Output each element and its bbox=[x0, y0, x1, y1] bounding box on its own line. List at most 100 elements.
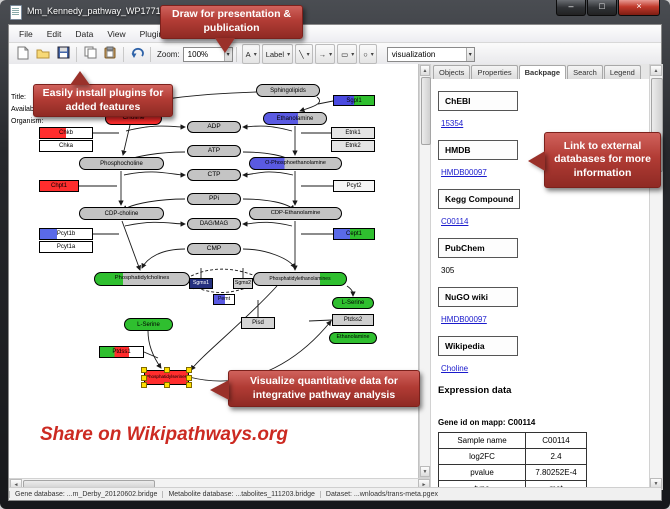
scroll-down-icon[interactable]: ▼ bbox=[420, 466, 430, 477]
node-ptdss1[interactable]: Ptdss1 bbox=[99, 346, 144, 358]
node-pisd[interactable]: Pisd bbox=[241, 317, 275, 329]
node-chka[interactable]: Chka bbox=[39, 140, 93, 152]
paste-button[interactable] bbox=[100, 45, 120, 63]
selection-handle[interactable] bbox=[141, 374, 147, 381]
undo-button[interactable] bbox=[127, 45, 147, 63]
title-bar[interactable]: Mm_Kennedy_pathway_WP1771_45176.gpml – □… bbox=[0, 0, 670, 24]
node-cdp-ethanolamine[interactable]: CDP-Ethanolamine bbox=[249, 207, 342, 220]
node-cdp-choline[interactable]: CDP-choline bbox=[79, 207, 164, 220]
backpage-header-chebi: ChEBI bbox=[438, 91, 518, 111]
selection-handle[interactable] bbox=[141, 382, 147, 388]
pathway-info-line: Organism: bbox=[11, 118, 44, 125]
label-tool-glyph: Label bbox=[265, 49, 285, 59]
tab-legend[interactable]: Legend bbox=[603, 65, 641, 79]
oval-tool[interactable]: ○▾ bbox=[359, 44, 377, 65]
backpage-header-nugo-wiki: NuGO wiki bbox=[438, 287, 518, 307]
visualization-select[interactable]: visualization ▾ bbox=[386, 46, 475, 62]
node-ethanolamine[interactable]: Ethanolamine bbox=[263, 112, 327, 125]
node-adp[interactable]: ADP bbox=[187, 121, 241, 133]
tab-search[interactable]: Search bbox=[567, 65, 603, 79]
selection-handle[interactable] bbox=[163, 367, 170, 373]
node-sgms1[interactable]: Sgms1 bbox=[189, 278, 213, 289]
node-atp[interactable]: ATP bbox=[187, 145, 241, 157]
save-icon bbox=[57, 46, 70, 62]
tab-backpage[interactable]: Backpage bbox=[518, 65, 567, 80]
node-pcyt1b[interactable]: Pcyt1b bbox=[39, 228, 93, 240]
selection-handle[interactable] bbox=[186, 374, 192, 381]
arrow-tool[interactable]: →▾ bbox=[314, 44, 336, 65]
label-tool[interactable]: Label▾ bbox=[261, 44, 294, 65]
node-chkb[interactable]: Chkb bbox=[39, 127, 93, 139]
menu-data[interactable]: Data bbox=[75, 28, 94, 39]
new-file-button[interactable] bbox=[13, 45, 33, 63]
node-l-serine[interactable]: L-Serine bbox=[124, 318, 173, 331]
backpage-value-nugo-wiki[interactable]: HMDB00097 bbox=[441, 315, 487, 324]
node-etnk2[interactable]: Etnk2 bbox=[331, 140, 375, 152]
backpage-value-wikipedia[interactable]: Choline bbox=[441, 364, 469, 373]
node-phosphocholine[interactable]: Phosphocholine bbox=[79, 157, 164, 170]
node-ppi[interactable]: PPi bbox=[187, 193, 241, 205]
backpage-value-hmdb[interactable]: HMDB00097 bbox=[441, 168, 487, 177]
node-etnk1[interactable]: Etnk1 bbox=[331, 127, 375, 139]
node-chpt1[interactable]: Chpt1 bbox=[39, 180, 79, 192]
text-tool[interactable]: A▾ bbox=[241, 44, 260, 65]
scroll-up-icon[interactable]: ▲ bbox=[650, 65, 662, 76]
node-ethanolamine[interactable]: Ethanolamine bbox=[329, 332, 377, 344]
node-cept1[interactable]: Cept1 bbox=[333, 228, 375, 240]
new-file-icon bbox=[17, 46, 29, 63]
node-phosphatidylcholines[interactable]: Phosphatidylcholines bbox=[94, 272, 190, 286]
node-sphingolipids[interactable]: Sphingolipids bbox=[256, 84, 320, 97]
open-file-button[interactable] bbox=[33, 45, 53, 63]
sidebar-scrollbar[interactable]: ▲ ▼ bbox=[649, 64, 663, 490]
callout-arrow-down-icon bbox=[215, 38, 235, 53]
tab-properties[interactable]: Properties bbox=[471, 65, 518, 79]
drawing-tools: A▾Label▾╲▾→▾▭▾○▾ bbox=[240, 44, 377, 65]
menu-edit[interactable]: Edit bbox=[46, 28, 62, 39]
pathway-canvas[interactable]: Title:Availability:Organism: Sphingolipi… bbox=[9, 64, 419, 478]
callout-arrow-left-icon bbox=[528, 151, 545, 171]
node-phosphatidylethanolamines[interactable]: Phosphatidylethanolamines bbox=[253, 272, 347, 286]
line-tool[interactable]: ╲▾ bbox=[295, 44, 313, 65]
node-ctp[interactable]: CTP bbox=[187, 169, 241, 181]
canvas-vertical-scrollbar[interactable]: ▲ ▼ bbox=[419, 64, 431, 478]
node-cmp[interactable]: CMP bbox=[187, 243, 241, 255]
rectangle-tool[interactable]: ▭▾ bbox=[337, 44, 358, 65]
node-pemt[interactable]: Pemt bbox=[213, 294, 235, 305]
save-button[interactable] bbox=[53, 45, 73, 63]
table-cell: log2FC bbox=[438, 448, 526, 465]
copy-button[interactable] bbox=[80, 45, 100, 63]
share-text: Share on Wikipathways.org bbox=[40, 424, 288, 445]
close-button[interactable]: × bbox=[618, 0, 660, 16]
node-sgpl1[interactable]: Sgpl1 bbox=[333, 95, 375, 106]
backpage-header-hmdb: HMDB bbox=[438, 140, 518, 160]
node-l-serine[interactable]: L-Serine bbox=[332, 297, 374, 309]
selection-handle[interactable] bbox=[141, 367, 147, 373]
node-o-phosphoethanolamine[interactable]: O-Phosphoethanolamine bbox=[249, 157, 342, 170]
visualization-value: visualization bbox=[391, 49, 436, 59]
selection-handle[interactable] bbox=[163, 382, 170, 388]
minimize-button[interactable]: – bbox=[556, 0, 586, 16]
maximize-button[interactable]: □ bbox=[587, 0, 617, 16]
callout-draw: Draw for presentation & publication bbox=[160, 5, 303, 53]
line-tool-glyph: ╲ bbox=[299, 49, 304, 59]
backpage-value-chebi[interactable]: 15354 bbox=[441, 119, 464, 128]
backpage-value-kegg-compound[interactable]: C00114 bbox=[441, 217, 469, 226]
callout-visualize-text: Visualize quantitative data for integrat… bbox=[249, 374, 398, 401]
node-ptdss2[interactable]: Ptdss2 bbox=[332, 314, 374, 326]
tab-objects[interactable]: Objects bbox=[433, 65, 471, 79]
node-dag-mag[interactable]: DAG/MAG bbox=[187, 218, 241, 230]
menu-file[interactable]: File bbox=[19, 28, 33, 39]
selection-handle[interactable] bbox=[186, 367, 192, 373]
menu-plugins[interactable]: Plugins bbox=[139, 28, 168, 39]
scroll-up-icon[interactable]: ▲ bbox=[420, 65, 430, 76]
node-pcyt1a[interactable]: Pcyt1a bbox=[39, 241, 93, 253]
vertical-scroll-thumb[interactable] bbox=[421, 77, 431, 145]
selection-handle[interactable] bbox=[186, 382, 192, 388]
toolbar: Zoom: 100% ▾ A▾Label▾╲▾→▾▭▾○▾ visualizat… bbox=[9, 43, 661, 66]
menu-view[interactable]: View bbox=[107, 28, 126, 39]
node-sgms2[interactable]: Sgms2 bbox=[233, 278, 253, 289]
node-pcyt2[interactable]: Pcyt2 bbox=[333, 180, 375, 192]
